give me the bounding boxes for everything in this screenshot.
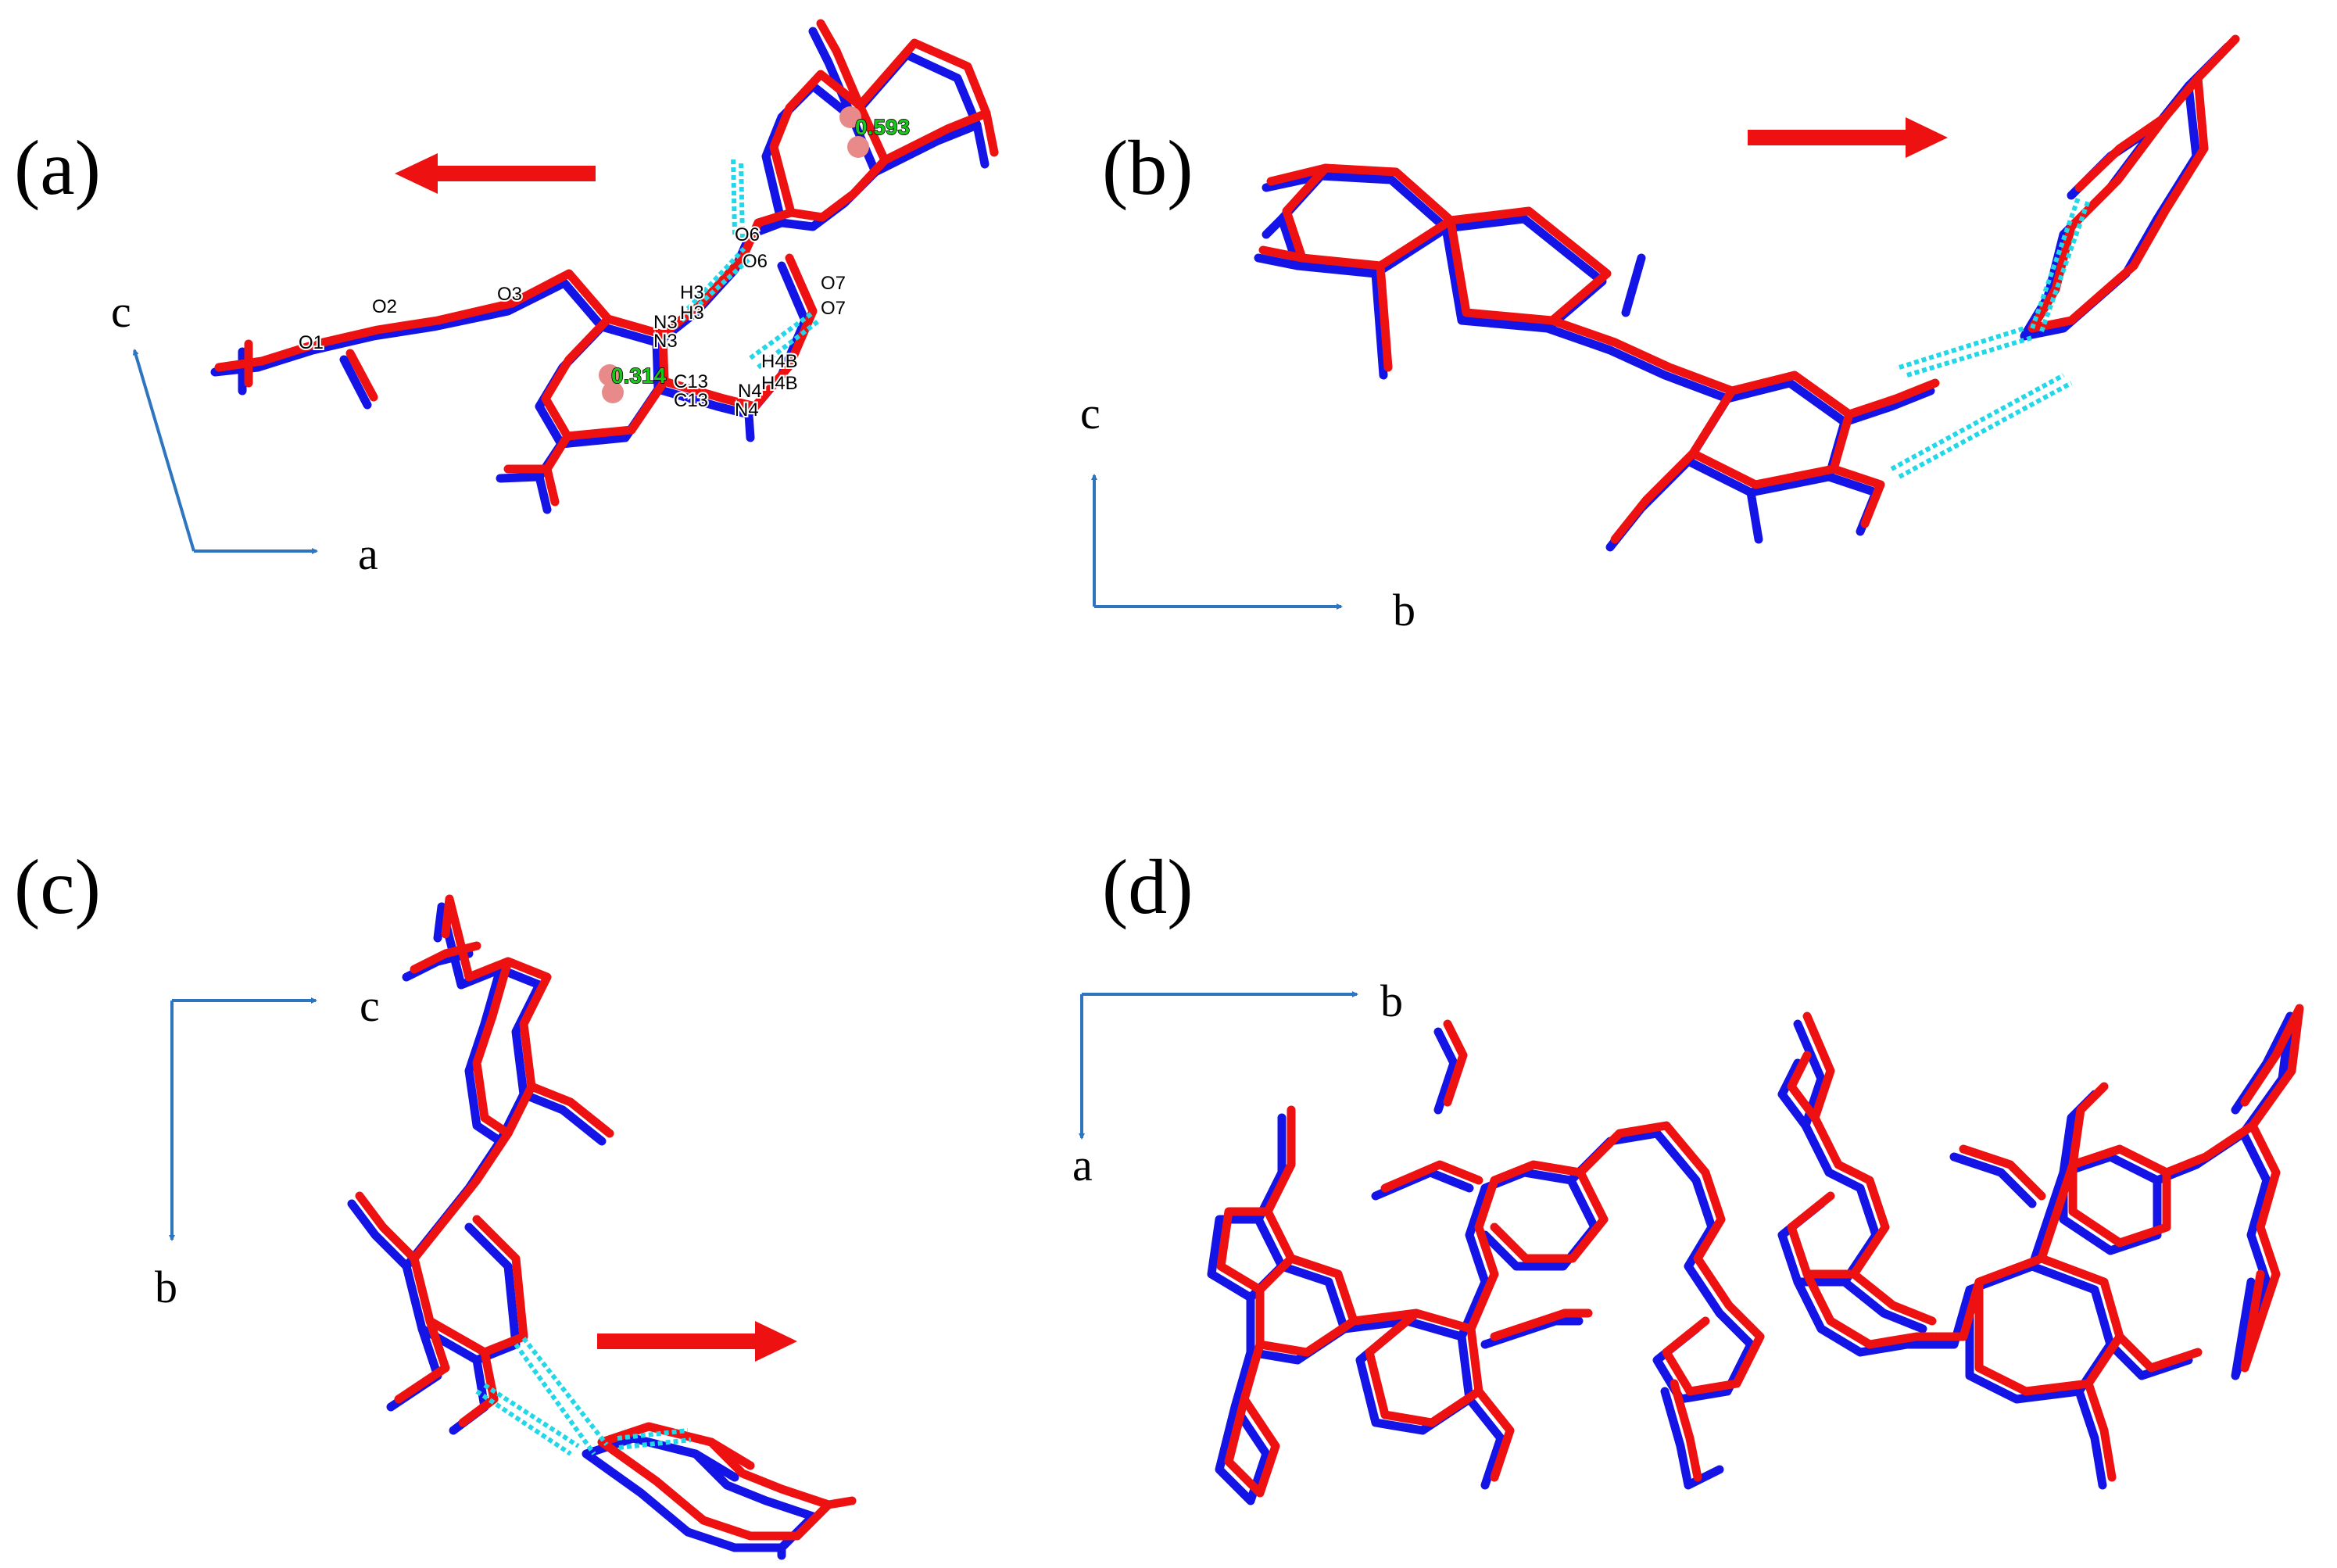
panel-b-molecule-blue [1254, 42, 2232, 552]
panel-b-molecule-red [1258, 34, 2240, 544]
panel-d-cluster-left-blue [1207, 1027, 1755, 1505]
panel-d-axes [1079, 991, 1358, 1140]
atom-label-o6-b: O6 [743, 251, 768, 272]
atom-label-h3-a: H3 [680, 282, 704, 303]
atom-label-n3-b: N3 [653, 331, 678, 352]
panel-d-cluster-left-red [1216, 1019, 1765, 1498]
panel-b: (b) c b [1080, 34, 2240, 635]
panel-a-centroid-value-2: 0.314 [611, 363, 666, 388]
atom-label-n4-b: N4 [735, 399, 759, 421]
panel-d-cluster-right-red [1787, 1004, 2304, 1482]
panel-c-direction-arrow [597, 1321, 797, 1362]
panel-a-axes [132, 349, 318, 554]
panel-a-axis-c-label: c [111, 286, 131, 337]
panel-b-label: (b) [1102, 124, 1194, 211]
panel-c-molecule-red [355, 894, 857, 1541]
atom-label-h4b-a: H4B [761, 351, 798, 372]
atom-label-n3-a: N3 [653, 312, 678, 333]
panel-b-hydrogen-bonds [1890, 195, 2091, 479]
panel-a-centroid-marker-3 [599, 364, 621, 386]
panel-c-axes [169, 997, 317, 1241]
panel-d-label: (d) [1102, 843, 1194, 930]
atom-label-n4-a: N4 [738, 381, 762, 402]
panel-a-hydrogen-bonds [679, 156, 821, 370]
panel-d-axis-a-label: a [1072, 1140, 1093, 1190]
atom-label-o2: O2 [372, 296, 397, 317]
panel-b-direction-arrow [1748, 117, 1948, 158]
atom-label-o7-a: O7 [821, 273, 846, 294]
panel-c-label: (c) [14, 843, 101, 930]
panel-c-hydrogen-bonds [475, 1337, 692, 1456]
panel-b-axis-b-label: b [1393, 585, 1415, 635]
panel-a-centroid-marker-1 [839, 106, 861, 128]
panel-c: (c) c b [14, 843, 857, 1560]
atom-label-o6-a: O6 [735, 224, 760, 245]
atom-label-h3-b: H3 [680, 303, 704, 324]
panel-a-centroid-marker-2 [847, 136, 869, 158]
panel-a: (a) c a [14, 19, 999, 579]
atom-label-o3: O3 [497, 284, 522, 305]
atom-label-o1: O1 [299, 332, 324, 353]
panel-a-molecule-blue [210, 27, 990, 514]
atom-label-h4b-b: H4B [761, 373, 798, 394]
panel-b-axis-c-label: c [1080, 388, 1101, 439]
atom-label-o7-b: O7 [821, 298, 846, 319]
panel-c-axis-c-label: c [360, 980, 380, 1031]
atom-label-c13-a: C13 [674, 371, 708, 392]
panel-a-centroid-marker-4 [602, 381, 624, 403]
panel-a-centroid-value-1: 0.593 [855, 115, 910, 139]
panel-d-axis-b-label: b [1380, 976, 1403, 1026]
atom-label-c13-b: C13 [674, 390, 708, 411]
panel-a-direction-arrow [395, 153, 596, 194]
panel-a-label: (a) [14, 124, 101, 211]
panel-d: (d) b a [1072, 843, 2304, 1505]
panel-d-cluster-right-blue [1777, 1011, 2295, 1490]
panel-a-axis-a-label: a [358, 528, 378, 579]
panel-c-axis-b-label: b [155, 1262, 177, 1312]
panel-b-axes [1091, 474, 1343, 610]
panel-a-molecule-red [214, 19, 999, 507]
